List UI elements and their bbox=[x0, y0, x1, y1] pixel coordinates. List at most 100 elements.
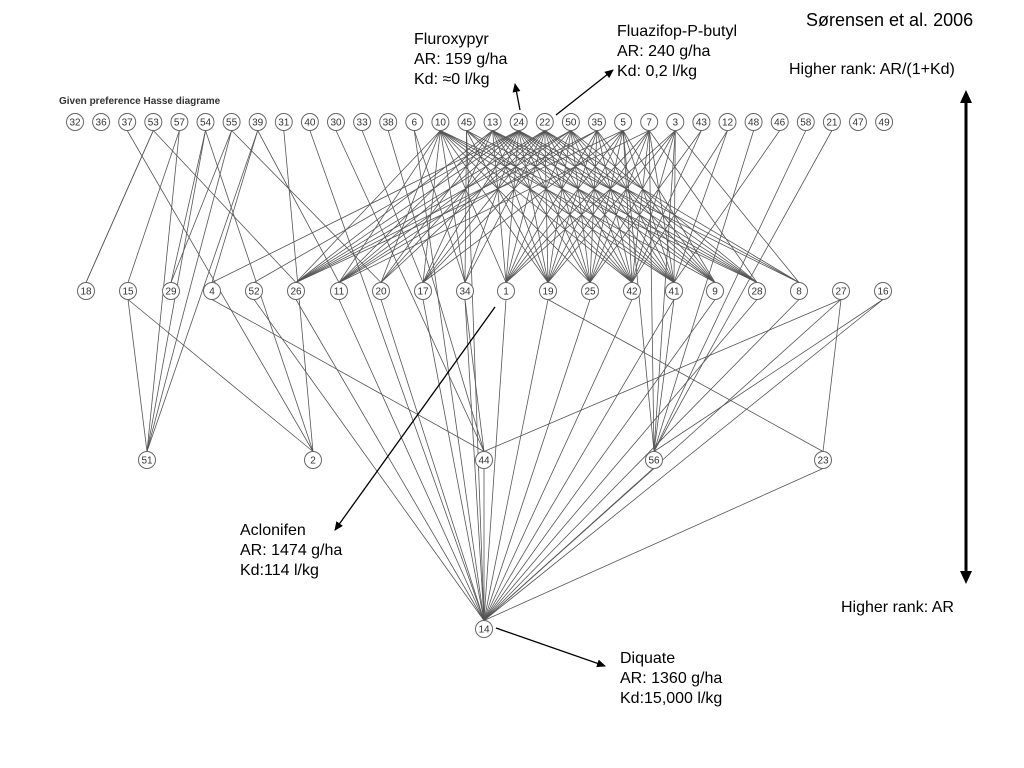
edge-13-20 bbox=[380, 130, 493, 283]
node-label: 57 bbox=[174, 118, 186, 129]
edge-21-56 bbox=[653, 130, 833, 452]
edge-39-4 bbox=[211, 130, 259, 283]
node-circle bbox=[874, 282, 892, 300]
node-circle bbox=[706, 282, 724, 300]
node-circle bbox=[475, 451, 493, 469]
edge-43-25 bbox=[589, 130, 702, 283]
edge-22-8 bbox=[544, 130, 800, 283]
edge-58-56 bbox=[653, 130, 807, 452]
edge-28-14 bbox=[483, 299, 758, 621]
edge-50-1 bbox=[505, 130, 572, 283]
edge-22-9 bbox=[544, 130, 716, 283]
diquate-kd: Kd:15,000 l/kg bbox=[620, 690, 723, 707]
node-37: 37 bbox=[118, 113, 137, 131]
node-circle bbox=[718, 113, 737, 131]
node-13: 13 bbox=[483, 113, 502, 131]
edge-39-11 bbox=[257, 130, 340, 283]
edge-24-1 bbox=[505, 130, 520, 283]
edge-35-41 bbox=[596, 130, 675, 283]
node-label: 24 bbox=[513, 118, 525, 129]
rank-axis-top-head bbox=[960, 90, 972, 103]
node-circle bbox=[770, 113, 789, 131]
node-label: 52 bbox=[248, 287, 260, 298]
edge-45-14 bbox=[466, 130, 485, 621]
fluroxypyr-name: Fluroxypyr bbox=[414, 31, 489, 48]
edge-35-25 bbox=[589, 130, 598, 283]
node-label: 48 bbox=[748, 118, 760, 129]
node-label: 20 bbox=[375, 287, 387, 298]
node-circle bbox=[92, 113, 111, 131]
node-label: 36 bbox=[96, 118, 108, 129]
node-24: 24 bbox=[509, 113, 528, 131]
node-23: 23 bbox=[814, 451, 832, 469]
edge-55-51 bbox=[146, 130, 232, 452]
node-5: 5 bbox=[614, 113, 633, 131]
edge-5-19 bbox=[547, 130, 624, 283]
node-49: 49 bbox=[875, 113, 894, 131]
rank-bottom-label: Higher rank: AR bbox=[841, 599, 954, 616]
node-label: 29 bbox=[165, 287, 177, 298]
node-circle bbox=[645, 451, 663, 469]
edge-39-51 bbox=[146, 130, 259, 452]
aclonifen-name: Aclonifen bbox=[240, 522, 306, 539]
edge-3-19 bbox=[547, 130, 676, 283]
fluroxypyr-ar: AR: 159 g/ha bbox=[414, 51, 508, 68]
edge-55-29 bbox=[170, 130, 232, 283]
node-circle bbox=[497, 282, 515, 300]
node-label: 25 bbox=[584, 287, 596, 298]
edge-5-9 bbox=[622, 130, 716, 283]
node-label: 8 bbox=[796, 287, 802, 298]
aclonifen-kd: Kd:114 l/kg bbox=[240, 562, 319, 579]
node-19: 19 bbox=[539, 282, 557, 300]
node-label: 56 bbox=[648, 456, 660, 467]
node-circle bbox=[118, 113, 137, 131]
node-32: 32 bbox=[66, 113, 84, 131]
node-20: 20 bbox=[372, 282, 390, 300]
node-18: 18 bbox=[77, 282, 95, 300]
edge-42-14 bbox=[483, 299, 633, 621]
edge-7-42 bbox=[631, 130, 650, 283]
node-label: 12 bbox=[722, 118, 734, 129]
node-15: 15 bbox=[119, 282, 137, 300]
edge-52-14 bbox=[253, 299, 485, 621]
edge-18-53 bbox=[85, 130, 154, 283]
node-label: 15 bbox=[122, 287, 134, 298]
node-46: 46 bbox=[770, 113, 789, 131]
edge-24-34 bbox=[464, 130, 520, 283]
node-circle bbox=[222, 113, 241, 131]
edge-22-26 bbox=[295, 130, 546, 283]
node-circle bbox=[170, 113, 189, 131]
edge-20-14 bbox=[380, 299, 485, 621]
diquate-ar: AR: 1360 g/ha bbox=[620, 670, 723, 687]
node-circle bbox=[304, 451, 322, 469]
node-47: 47 bbox=[849, 113, 867, 131]
node-45: 45 bbox=[457, 113, 476, 131]
node-label: 26 bbox=[290, 287, 302, 298]
edge-22-25 bbox=[544, 130, 591, 283]
node-34: 34 bbox=[456, 282, 474, 300]
node-circle bbox=[561, 113, 580, 131]
node-8: 8 bbox=[790, 282, 808, 300]
node-circle bbox=[196, 113, 215, 131]
edge-54-29 bbox=[170, 130, 206, 283]
node-label: 18 bbox=[80, 287, 92, 298]
edge-22-28 bbox=[544, 130, 758, 283]
node-circle bbox=[814, 451, 832, 469]
edge-5-25 bbox=[589, 130, 624, 283]
edge-7-41 bbox=[648, 130, 675, 283]
node-circle bbox=[248, 113, 267, 131]
edge-50-19 bbox=[547, 130, 572, 283]
node-26: 26 bbox=[287, 282, 305, 300]
node-circle bbox=[509, 113, 528, 131]
edge-13-19 bbox=[492, 130, 549, 283]
edge-5-26 bbox=[295, 130, 624, 283]
edge-35-19 bbox=[547, 130, 598, 283]
node-label: 21 bbox=[826, 118, 838, 129]
edge-50-28 bbox=[570, 130, 758, 283]
node-circle bbox=[405, 113, 424, 131]
node-33: 33 bbox=[353, 113, 372, 131]
edge-7-19 bbox=[547, 130, 650, 283]
node-39: 39 bbox=[248, 113, 267, 131]
edge-34-14 bbox=[464, 299, 485, 621]
